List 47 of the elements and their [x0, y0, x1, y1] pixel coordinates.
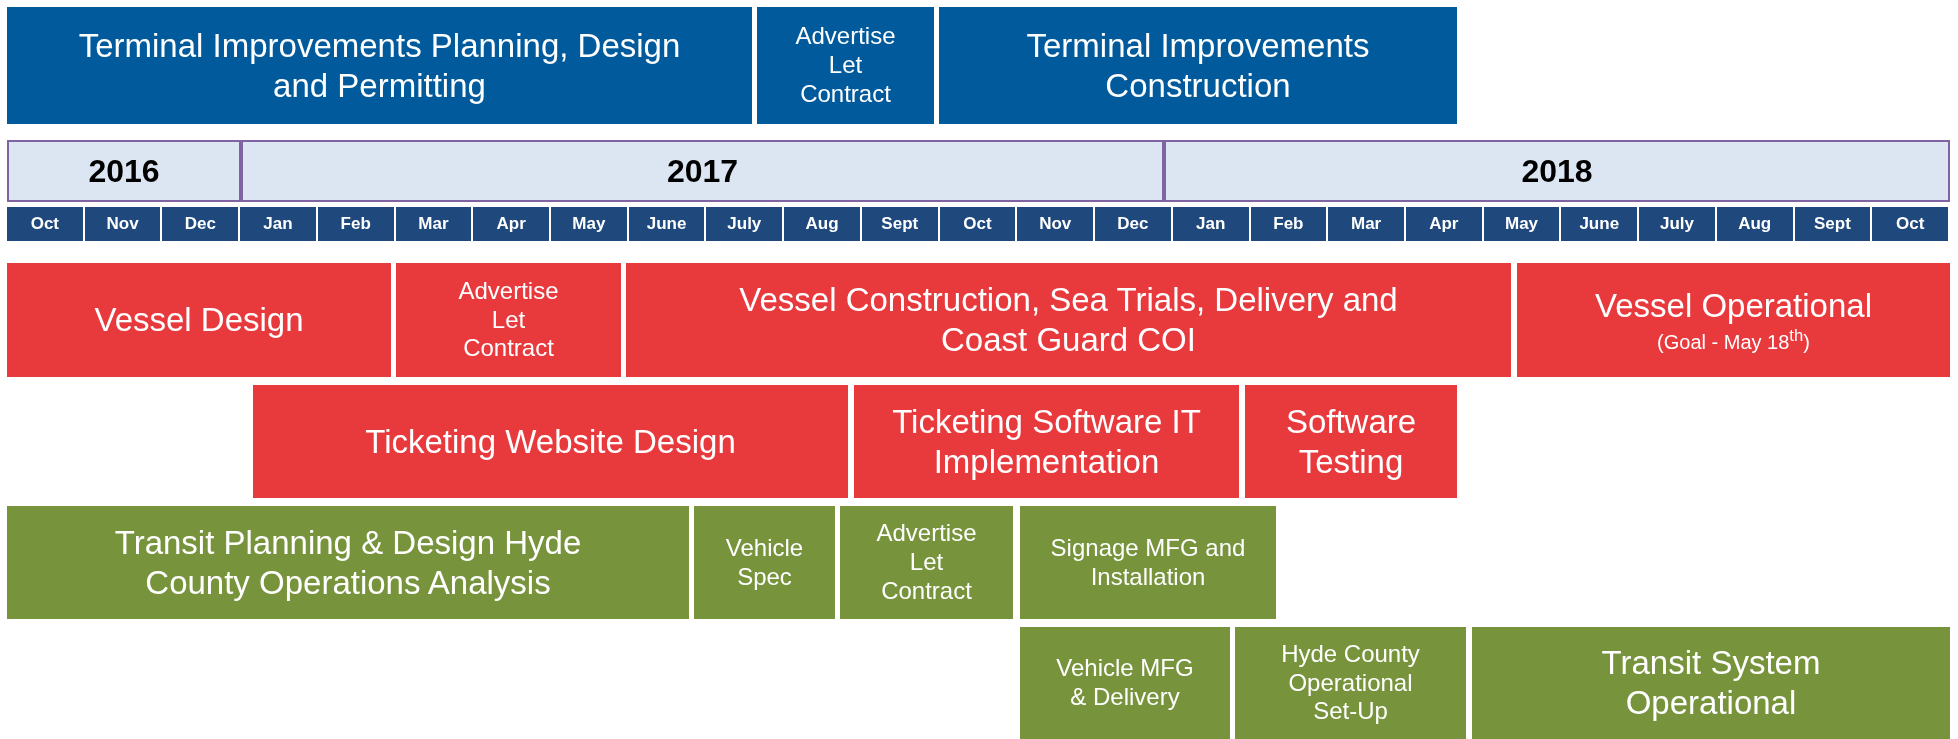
month-header: June	[628, 207, 707, 241]
month-header: Sept	[1794, 207, 1873, 241]
task-bar: Transit Planning & Design Hyde County Operations Analysis	[7, 506, 689, 619]
task-bar: Hyde County Operational Set-Up	[1235, 627, 1466, 739]
month-header: Feb	[1250, 207, 1329, 241]
month-header: Dec	[1095, 207, 1173, 241]
month-header: Aug	[1716, 207, 1795, 241]
task-bar: Terminal Improvements Planning, Design and Permitting	[7, 7, 752, 124]
month-header: Aug	[784, 207, 862, 241]
month-header: Mar	[1328, 207, 1406, 241]
task-bar: Advertise Let Contract	[396, 263, 621, 377]
month-header: July	[1639, 207, 1717, 241]
task-bar: Vehicle Spec	[694, 506, 835, 619]
task-bar: Vehicle MFG & Delivery	[1020, 627, 1230, 739]
month-header: Nov	[84, 207, 163, 241]
task-title: Vessel Operational	[1595, 286, 1872, 326]
month-header: July	[706, 207, 785, 241]
month-header: Dec	[162, 207, 241, 241]
task-bar: Ticketing Website Design	[253, 385, 848, 498]
task-bar: Terminal Improvements Construction	[939, 7, 1457, 124]
month-header: Nov	[1017, 207, 1096, 241]
month-header: Mar	[395, 207, 474, 241]
month-header: Apr	[473, 207, 552, 241]
month-header: Oct	[939, 207, 1018, 241]
task-bar	[1517, 263, 1950, 377]
month-header: Jan	[1172, 207, 1251, 241]
task-bar: Transit System Operational	[1472, 627, 1950, 739]
task-bar: Advertise Let Contract	[757, 7, 934, 124]
year-header: 2017	[241, 140, 1164, 202]
task-bar: Vessel Design	[7, 263, 391, 377]
task-bar: Signage MFG and Installation	[1020, 506, 1276, 619]
month-header: Sept	[861, 207, 940, 241]
task-bar: Advertise Let Contract	[840, 506, 1013, 619]
month-header: May	[1483, 207, 1562, 241]
task-bar: Vessel Construction, Sea Trials, Delivery and Coast Guard COI	[626, 263, 1511, 377]
year-header: 2016	[7, 140, 241, 202]
month-header: June	[1561, 207, 1640, 241]
month-header: Oct	[7, 207, 85, 241]
month-header: Apr	[1405, 207, 1484, 241]
month-header: Jan	[240, 207, 318, 241]
task-bar: Ticketing Software IT Implementation	[854, 385, 1239, 498]
month-header: May	[551, 207, 629, 241]
month-header: Oct	[1872, 207, 1950, 241]
goal-note: (Goal - May 18$^{th}$)	[1657, 325, 1810, 354]
year-header: 2018	[1164, 140, 1950, 202]
month-header: Feb	[317, 207, 396, 241]
task-bar: Software Testing	[1245, 385, 1457, 498]
